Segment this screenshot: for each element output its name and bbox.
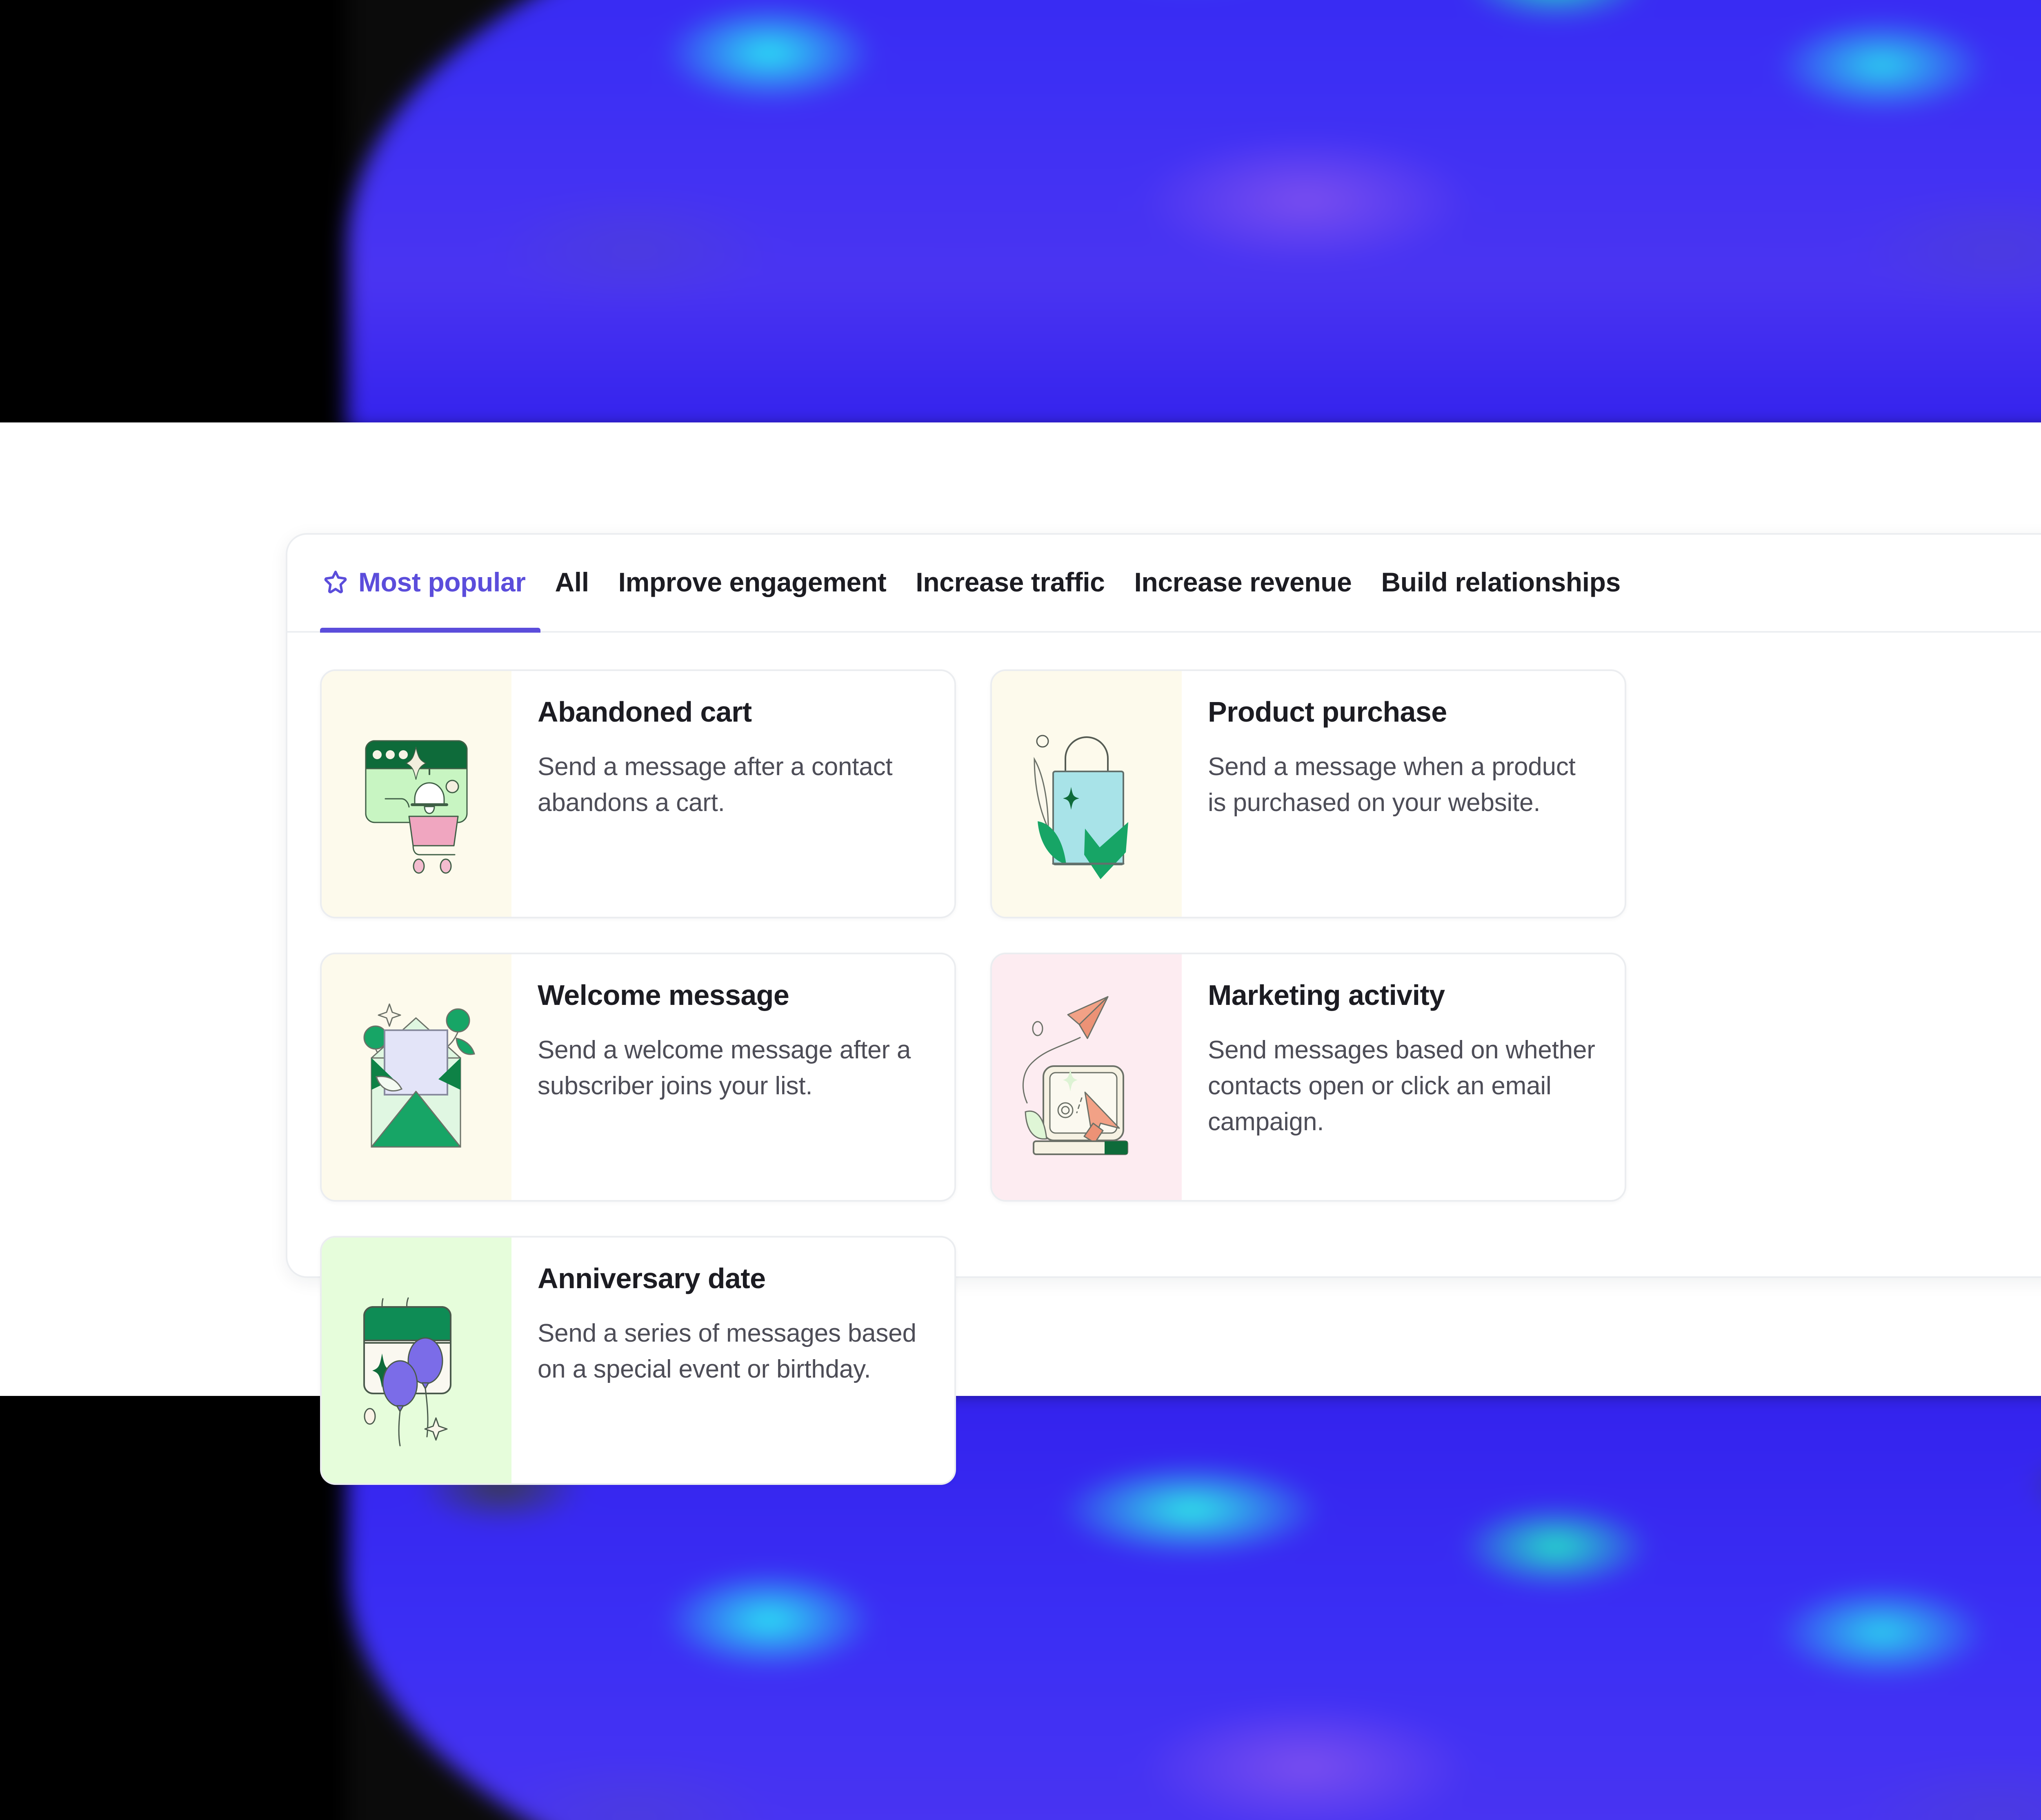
tab-label: Improve engagement xyxy=(618,567,887,597)
tab-improve-engagement[interactable]: Improve engagement xyxy=(604,535,901,631)
card-title: Marketing activity xyxy=(1208,979,1445,1011)
browser-cart-bell-illustration xyxy=(365,740,467,874)
tab-increase-revenue[interactable]: Increase revenue xyxy=(1119,535,1366,631)
card-thumbnail xyxy=(322,671,511,917)
template-card-welcome-message[interactable]: Welcome message Send a welcome message a… xyxy=(320,953,956,1202)
tab-all[interactable]: All xyxy=(540,535,604,631)
open-envelope-letter-illustration xyxy=(363,1003,475,1148)
background-glow-top xyxy=(0,0,2041,433)
card-description: Send a welcome message after a subscribe… xyxy=(538,1036,911,1100)
tab-label: Increase traffic xyxy=(916,567,1105,597)
card-description: Send a message when a product is purchas… xyxy=(1208,753,1576,817)
card-title: Abandoned cart xyxy=(538,696,752,728)
card-text-block: Anniversary date Send a series of messag… xyxy=(511,1238,954,1483)
automation-templates-panel: Most popular All Improve engagement Incr… xyxy=(286,533,2041,1485)
glow-noise-overlay xyxy=(347,0,2041,433)
tab-increase-traffic[interactable]: Increase traffic xyxy=(901,535,1119,631)
card-thumbnail xyxy=(322,954,511,1200)
tab-build-relationships[interactable]: Build relationships xyxy=(1366,535,1635,631)
template-card-grid: Abandoned cart Send a message after a co… xyxy=(287,633,2041,1485)
template-card-marketing-activity[interactable]: Marketing activity Send messages based o… xyxy=(990,953,1626,1202)
calendar-balloons-illustration xyxy=(363,1297,451,1447)
card-text-block: Welcome message Send a welcome message a… xyxy=(511,954,954,1200)
category-tab-bar: Most popular All Improve engagement Incr… xyxy=(287,535,2041,633)
card-description: Send a series of messages based on a spe… xyxy=(538,1319,916,1384)
card-title: Product purchase xyxy=(1208,696,1447,728)
tab-label: All xyxy=(555,567,589,597)
paper-plane-cursor-illustration xyxy=(1022,996,1128,1155)
card-title: Welcome message xyxy=(538,979,789,1011)
tab-most-popular[interactable]: Most popular xyxy=(320,535,540,633)
template-card-abandoned-cart[interactable]: Abandoned cart Send a message after a co… xyxy=(320,669,956,918)
card-title: Anniversary date xyxy=(538,1262,766,1294)
template-card-product-purchase[interactable]: Product purchase Send a message when a p… xyxy=(990,669,1626,918)
template-card-anniversary-date[interactable]: Anniversary date Send a series of messag… xyxy=(320,1236,956,1485)
card-thumbnail xyxy=(992,671,1182,917)
card-text-block: Abandoned cart Send a message after a co… xyxy=(511,671,954,917)
tab-label: Increase revenue xyxy=(1134,567,1352,597)
shopping-bag-check-illustration xyxy=(1033,735,1128,879)
card-description: Send messages based on whether contacts … xyxy=(1208,1036,1595,1136)
card-text-block: Product purchase Send a message when a p… xyxy=(1182,671,1625,917)
card-description: Send a message after a contact abandons … xyxy=(538,753,893,817)
star-icon xyxy=(322,568,349,596)
card-text-block: Marketing activity Send messages based o… xyxy=(1182,954,1625,1200)
card-thumbnail xyxy=(322,1238,511,1483)
tab-label: Most popular xyxy=(358,567,526,597)
glow-gradient xyxy=(347,0,2041,433)
card-thumbnail xyxy=(992,954,1182,1200)
tab-label: Build relationships xyxy=(1381,567,1621,597)
